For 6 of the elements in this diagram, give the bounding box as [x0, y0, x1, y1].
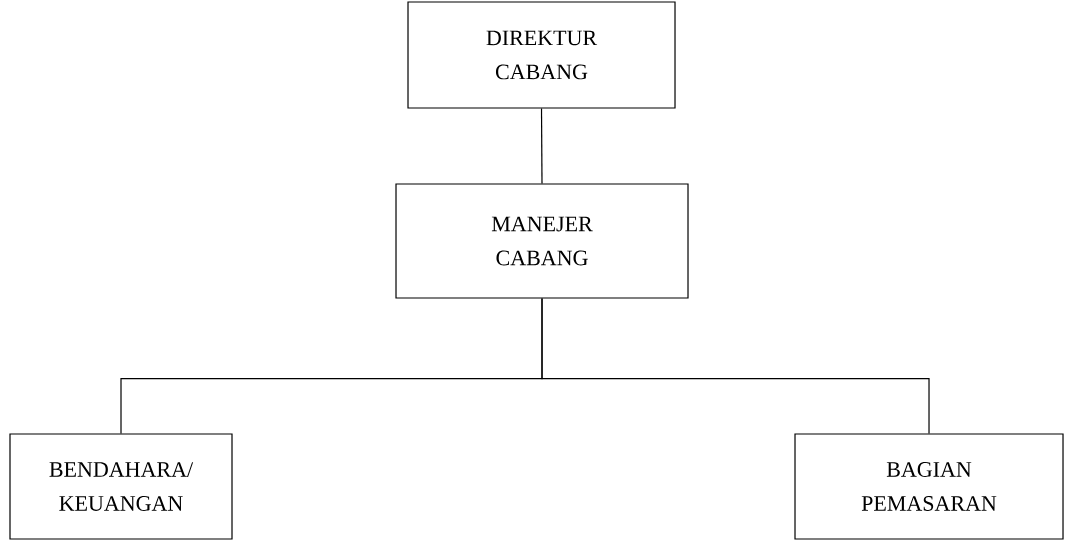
org-box: BENDAHARA/ KEUANGAN: [9, 433, 233, 540]
org-box: DIREKTUR CABANG: [407, 1, 676, 109]
org-box: MANEJER CABANG: [395, 183, 689, 299]
org-box: BAGIAN PEMASARAN: [794, 433, 1064, 540]
connector-line: [541, 298, 930, 434]
connector-line: [540, 108, 543, 184]
